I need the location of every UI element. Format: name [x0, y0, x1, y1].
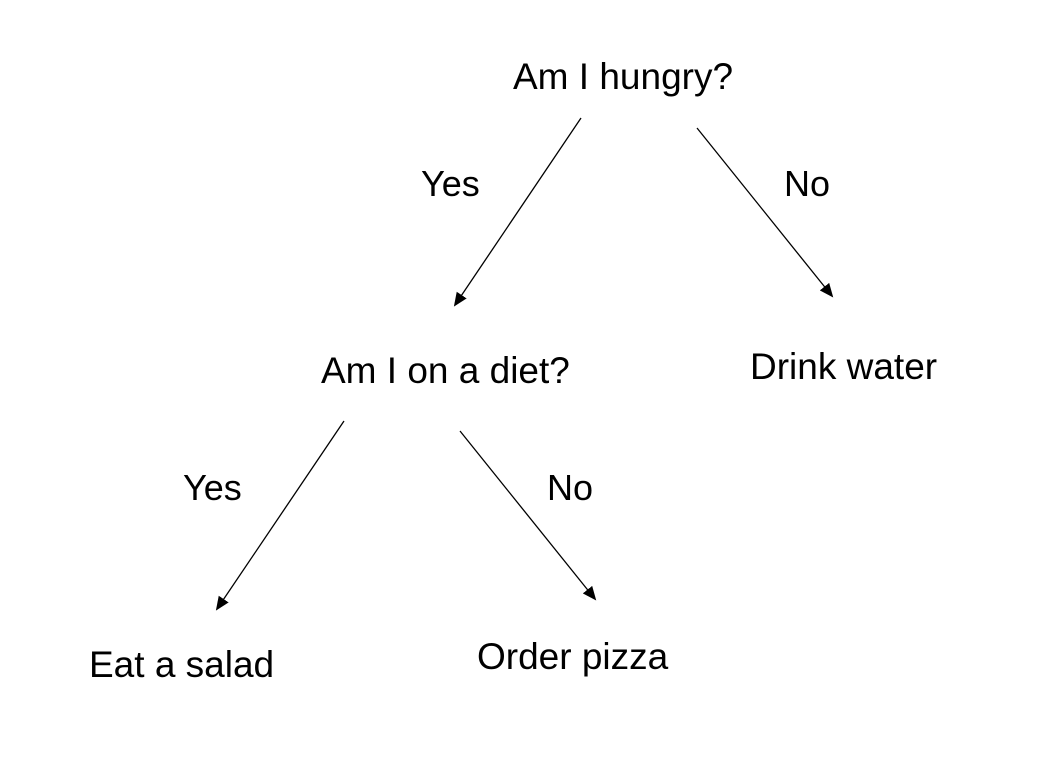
diet-no-label: No [547, 467, 594, 508]
root-yes-label: Yes [421, 163, 480, 204]
edge-arrow-diet-no [459, 430, 597, 601]
edge-arrow-root-no [696, 127, 834, 298]
order-pizza-node: Order pizza [477, 636, 669, 677]
eat-salad-node: Eat a salad [89, 644, 275, 685]
diet-question-node: Am I on a diet? [321, 350, 570, 391]
edge-arrow-diet-yes [215, 420, 345, 611]
root-question-node: Am I hungry? [513, 56, 734, 97]
edge-arrow-root-yes [453, 117, 582, 307]
diet-yes-label: Yes [183, 467, 242, 508]
drink-water-node: Drink water [750, 346, 938, 387]
root-no-label: No [784, 163, 831, 204]
